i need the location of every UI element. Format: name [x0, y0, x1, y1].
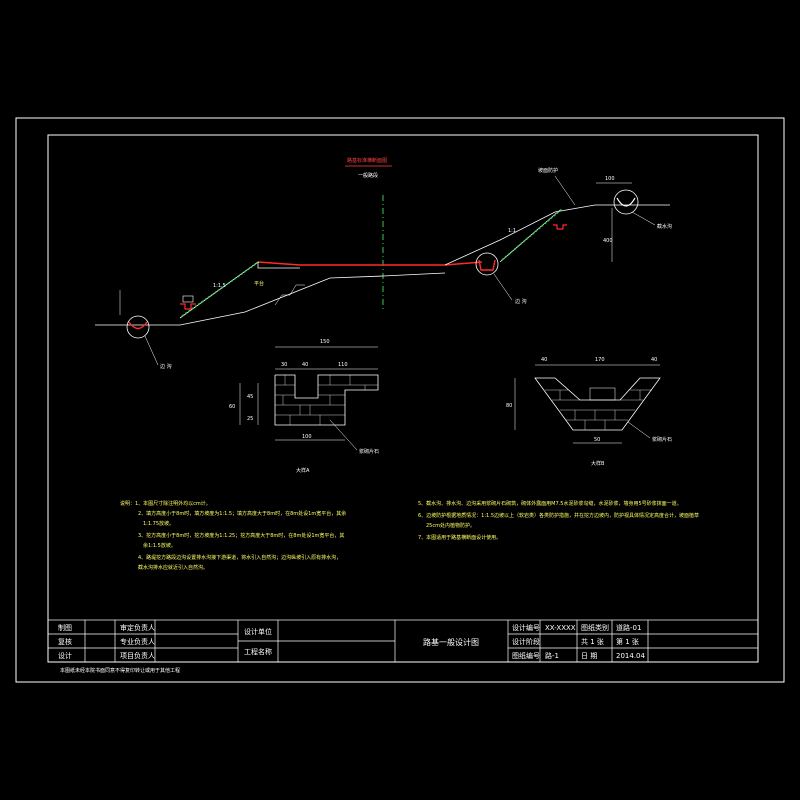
note-left-4: 余1:1.5放坡。 [143, 542, 176, 549]
detail-a-material-leader [329, 419, 358, 451]
note-left-0: 说明：1、本图尺寸除注明外均以cm计。 [120, 500, 211, 507]
note-right-1: 6、边坡防护根据地质情况：1:1.5边坡以上（软岩类）各类防护措施，并在挖方边坡… [418, 512, 699, 519]
tb-r2-c1: 路-1 [545, 651, 559, 660]
detail-b-dim-left: 40 [541, 357, 547, 363]
detail-a-dim-base: 100 [302, 434, 312, 440]
detail-b-material: 浆砌片石 [652, 436, 672, 443]
tb-row2-role: 项目负责人 [120, 651, 155, 660]
left-slope-label: 1:1.5 [213, 283, 226, 289]
left-ditch-label: 边 沟 [160, 363, 172, 370]
detail-a-bricks [275, 375, 378, 425]
tb-row0-label: 制图 [58, 623, 72, 632]
left-ditch-box [182, 295, 194, 303]
protection-leader [554, 175, 576, 206]
tb-r1-c0: 设计阶段 [512, 637, 540, 646]
detail-b-channel [589, 387, 616, 401]
intercept-ditch-marker [553, 224, 567, 230]
tb-r0-c0: 设计编号 [512, 623, 540, 632]
right-ditch-callout [475, 252, 499, 276]
detail-a: 150 30 40 110 60 45 25 100 浆砌片石 大样A [229, 339, 379, 474]
section-subtitle: 一般路段 [358, 172, 378, 179]
detail-a-dim-h-total: 60 [229, 404, 235, 410]
notes: 说明：1、本图尺寸除注明外均以cm计。 2、填方高度小于8m时，填方坡度为1:1… [120, 500, 699, 571]
left-ditch-leader [144, 335, 159, 366]
detail-a-dim-h2: 25 [247, 416, 253, 422]
detail-a-caption: 大样A [296, 467, 310, 474]
detail-b-dim-bottom: 50 [594, 437, 600, 443]
tb-r2-c3: 2014.04 [616, 652, 645, 660]
detail-b-outline [534, 377, 661, 431]
tb-mid-1: 工程名称 [244, 647, 272, 656]
right-top-ditch-shape [616, 197, 636, 207]
cross-section: 路基标准横断面图 一般路段 1:1.5 平台 边 沟 1:1 [95, 157, 672, 370]
left-ground-line [95, 272, 446, 326]
detail-a-outline [274, 374, 379, 426]
inner-frame [47, 134, 759, 663]
tb-mid-0: 设计单位 [244, 627, 272, 636]
road-surface [257, 261, 483, 266]
detail-b-dim-h: 80 [506, 403, 512, 409]
tb-r2-c0: 图纸编号 [512, 651, 540, 660]
note-left-5: 4、路堤挖方路段边沟设置排水沟接下游渠道，将水引入自然沟；边沟纵坡引入原有排水沟… [138, 554, 341, 561]
detail-b-dim-right: 40 [651, 357, 657, 363]
tb-r2-c2: 日 期 [581, 652, 597, 660]
tb-row1-role: 专业负责人 [120, 637, 155, 646]
note-left-3: 3、挖方高度小于8m时，挖方坡度为1:1.25；挖方高度大于8m时，在8m处设1… [138, 532, 344, 539]
detail-b-dim-mid: 170 [595, 357, 605, 363]
detail-a-dim-w2: 40 [302, 362, 308, 368]
right-slope-label: 1:1 [508, 228, 516, 234]
note-left-1: 2、填方高度小于8m时，填方坡度为1:1.5；填方高度大于8m时，在8m处设1m… [138, 510, 346, 517]
left-steps [274, 284, 305, 306]
detail-a-dim-h1: 45 [247, 394, 253, 400]
tb-row0-role: 审定负责人 [120, 623, 155, 632]
platform-label: 平台 [254, 280, 264, 287]
right-ditch-leader [493, 273, 513, 301]
right-ditch-shape [478, 259, 496, 271]
detail-a-dim-w1: 30 [281, 362, 287, 368]
detail-a-dim-w3: 110 [338, 362, 348, 368]
note-right-2: 25cm处内植物防护。 [426, 522, 475, 529]
right-top-leader [631, 211, 656, 226]
protection-label: 坡面防护 [538, 167, 558, 174]
tb-r0-c1: XX-XXXX [545, 624, 576, 632]
footer-note: 本图纸未经本院书面同意不得复印转让或用于其他工程 [60, 667, 180, 674]
right-top-ditch-label: 截水沟 [657, 223, 672, 230]
right-top-callout [613, 189, 639, 215]
detail-b-bricks [545, 389, 652, 430]
tb-row2-label: 设计 [58, 651, 72, 660]
left-ditch-shape [128, 321, 148, 330]
right-ground-line [444, 204, 670, 266]
tb-title: 路基一般设计图 [423, 637, 479, 647]
note-left-2: 1:1.75放坡。 [143, 520, 174, 527]
tb-r0-c2: 图纸类别 [581, 623, 609, 632]
left-ditch-marker [180, 303, 196, 310]
title-block-text: 制图 审定负责人 复核 专业负责人 设计 项目负责人 设计单位 工程名称 路基一… [58, 623, 645, 660]
note-left-6: 截水沟排水应就近引入自然沟。 [138, 564, 208, 571]
detail-a-dim-total: 150 [320, 339, 330, 345]
right-vertical-dim-label: 400 [603, 238, 613, 244]
left-bench [257, 262, 300, 269]
outer-frame [15, 117, 785, 683]
detail-b-caption: 大样B [591, 460, 605, 467]
left-ditch-callout [126, 315, 150, 339]
tb-r1-c3: 第 1 张 [616, 637, 639, 646]
section-title: 路基标准横断面图 [347, 157, 387, 164]
note-right-3: 7、本图适用于路基横断面设计使用。 [418, 534, 501, 541]
right-slope-protection [501, 208, 563, 261]
right-top-dim-label: 100 [605, 176, 615, 182]
tb-row1-label: 复核 [58, 637, 72, 646]
detail-b-material-leader [627, 421, 651, 439]
right-ditch-label: 边 沟 [515, 298, 527, 305]
tb-r0-c3: 道路-01 [616, 623, 641, 632]
detail-b: 40 170 40 80 50 浆砌片石 大样B [506, 357, 672, 467]
note-right-0: 5、截水沟、排水沟、边沟采用浆砌片石砌筑，砌体外露面用M7.5水泥砂浆勾缝，水泥… [418, 500, 682, 507]
title-block [47, 619, 759, 663]
tb-r1-c2: 共 1 张 [581, 637, 604, 646]
detail-a-material: 浆砌片石 [359, 448, 379, 455]
